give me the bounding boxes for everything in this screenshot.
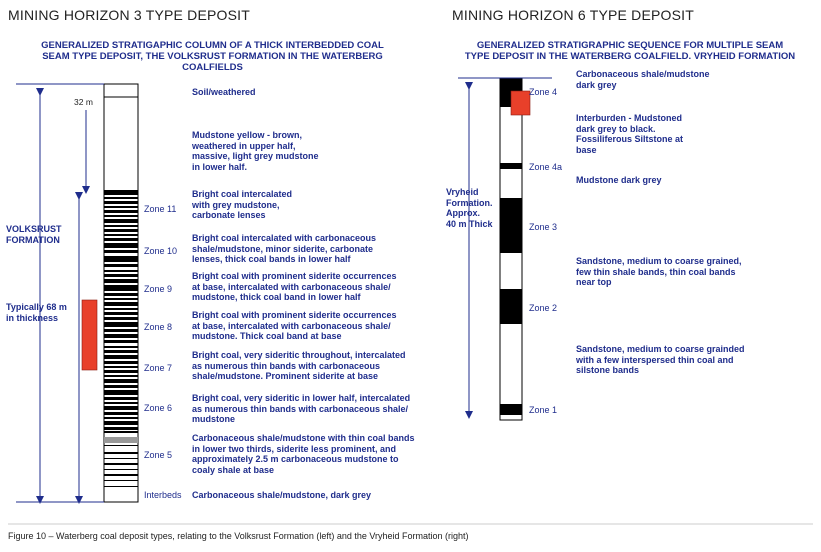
zone-8-label: Zone 8	[144, 322, 173, 332]
coal-band	[104, 329, 138, 332]
coal-band	[104, 452, 138, 454]
zone-7-label: Zone 7	[144, 363, 173, 373]
coal-band	[104, 256, 138, 262]
coal-band	[104, 402, 138, 404]
coal-band	[104, 458, 138, 459]
coal-band	[104, 215, 138, 217]
coal-band	[104, 427, 138, 430]
zone-2-label: Zone 2	[529, 303, 558, 313]
right-red-marker	[510, 90, 531, 116]
coal-band	[104, 417, 138, 419]
coal-band	[104, 334, 138, 338]
coal-band	[104, 293, 138, 296]
coal-band	[104, 210, 138, 213]
coal-band	[104, 206, 138, 208]
carbonaceous-band	[104, 437, 138, 443]
coal-band	[104, 445, 138, 446]
coal-band	[104, 274, 138, 277]
coal-band	[104, 375, 138, 377]
coal-band	[104, 322, 138, 327]
coal-band	[104, 390, 138, 395]
zone-11-label: Zone 11	[144, 204, 177, 214]
coal-band	[104, 370, 138, 373]
coal-band	[104, 379, 138, 383]
coal-band	[104, 355, 138, 359]
desc-zone-6: Bright coal, very sideritic in lower hal…	[192, 393, 411, 424]
coal-band	[104, 298, 138, 300]
coal-band	[104, 469, 138, 470]
left-red-marker	[81, 299, 98, 371]
zone-10-label: Zone 10	[144, 246, 178, 256]
desc-zone-5: Carbonaceous shale/mudstone with thin co…	[192, 433, 415, 475]
left-subtitle: GENERALIZED STRATIGAPHIC COLUMN OF A THI…	[41, 40, 384, 73]
zone-3-label: Zone 3	[529, 222, 558, 232]
depth-label: 32 m	[74, 97, 93, 107]
coal-band	[104, 238, 138, 241]
coal-band	[104, 243, 138, 248]
coal-band	[104, 190, 138, 195]
coal-band	[104, 219, 138, 223]
coal-band	[104, 412, 138, 415]
coal-band	[104, 229, 138, 232]
coal-band	[104, 302, 138, 306]
coal-band	[104, 361, 138, 364]
coal-band	[104, 474, 138, 476]
right-subtitle: GENERALIZED STRATIGRAPHIC SEQUENCE FOR M…	[464, 40, 796, 62]
coal-band	[104, 406, 138, 410]
desc-sandstone-1: Sandstone, medium to coarse grained,few …	[576, 256, 742, 287]
zone-5-label: Zone 5	[144, 450, 173, 460]
desc-zone-10: Bright coal intercalated with carbonaceo…	[192, 233, 377, 264]
desc-zone-8: Bright coal with prominent siderite occu…	[192, 310, 397, 341]
coal-band	[104, 225, 138, 227]
coal-band	[104, 312, 138, 315]
coal-band	[104, 463, 138, 465]
coal-band	[104, 350, 138, 353]
desc-interbeds: Carbonaceous shale/mudstone, dark grey	[192, 490, 372, 500]
coal-band	[104, 285, 138, 291]
coal-band	[104, 480, 138, 481]
zone-9-label: Zone 9	[144, 284, 173, 294]
zone-1-label: Zone 1	[529, 405, 558, 415]
coal-band	[104, 421, 138, 425]
interbeds-label: Interbeds	[144, 490, 182, 500]
coal-band	[104, 385, 138, 388]
coal-band	[104, 486, 138, 487]
zone-4-label: Zone 4	[529, 87, 558, 97]
desc-mudstone: Mudstone yellow - brown,weathered in upp…	[192, 130, 319, 172]
coal-band	[104, 279, 138, 283]
figure-caption: Figure 10 – Waterberg coal deposit types…	[8, 531, 469, 541]
desc-mudstone-dark: Mudstone dark grey	[576, 175, 662, 185]
coal-band	[104, 197, 138, 199]
zone-4a-label: Zone 4a	[529, 162, 563, 172]
coal-band	[104, 340, 138, 343]
right-title: MINING HORIZON 6 TYPE DEPOSIT	[452, 7, 695, 23]
zone-6-label: Zone 6	[144, 403, 173, 413]
desc-soil: Soil/weathered	[192, 87, 256, 97]
left-coal-bands	[104, 190, 138, 487]
coal-band	[104, 234, 138, 236]
coal-band	[104, 308, 138, 310]
coal-band	[104, 264, 138, 267]
coal-band	[104, 431, 138, 433]
coal-band	[104, 250, 138, 253]
coal-band	[104, 346, 138, 348]
desc-zone-9: Bright coal with prominent siderite occu…	[192, 271, 397, 302]
coal-band	[104, 397, 138, 400]
coal-band	[104, 366, 138, 368]
desc-zone-7: Bright coal, very sideritic throughout, …	[192, 350, 406, 381]
left-title: MINING HORIZON 3 TYPE DEPOSIT	[8, 7, 251, 23]
coal-band	[104, 270, 138, 272]
coal-band	[104, 201, 138, 204]
coal-band	[104, 317, 138, 320]
